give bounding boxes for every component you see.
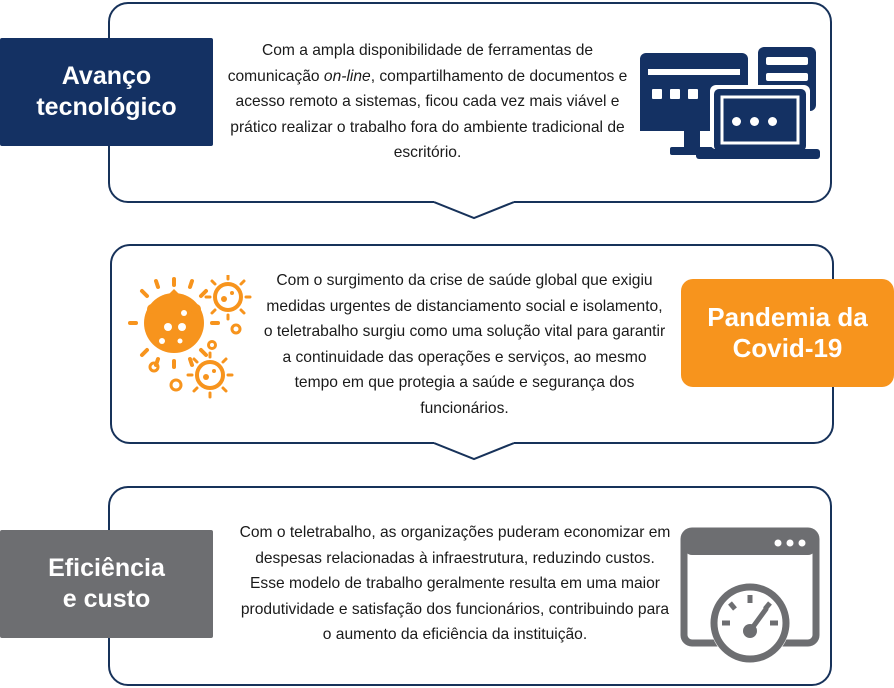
- step-text-covid: Com o surgimento da crise de saúde globa…: [263, 272, 666, 417]
- flow-arrow-2: [434, 437, 514, 463]
- computer-laptop-icon: [640, 47, 820, 159]
- step-text-tech: Com a ampla disponibilidade de ferrament…: [227, 42, 628, 161]
- step-title-covid: Pandemia da Covid-19: [681, 279, 894, 387]
- step-text-efficiency: Com o teletrabalho, as organizações pude…: [239, 524, 671, 643]
- virus-icon: [128, 275, 252, 399]
- step-title-efficiency: Eficiência e custo: [0, 530, 213, 638]
- flow-arrow-1: [434, 196, 514, 222]
- step-title-tech: Avanço tecnológico: [0, 38, 213, 146]
- speedometer-window-icon: [680, 527, 820, 663]
